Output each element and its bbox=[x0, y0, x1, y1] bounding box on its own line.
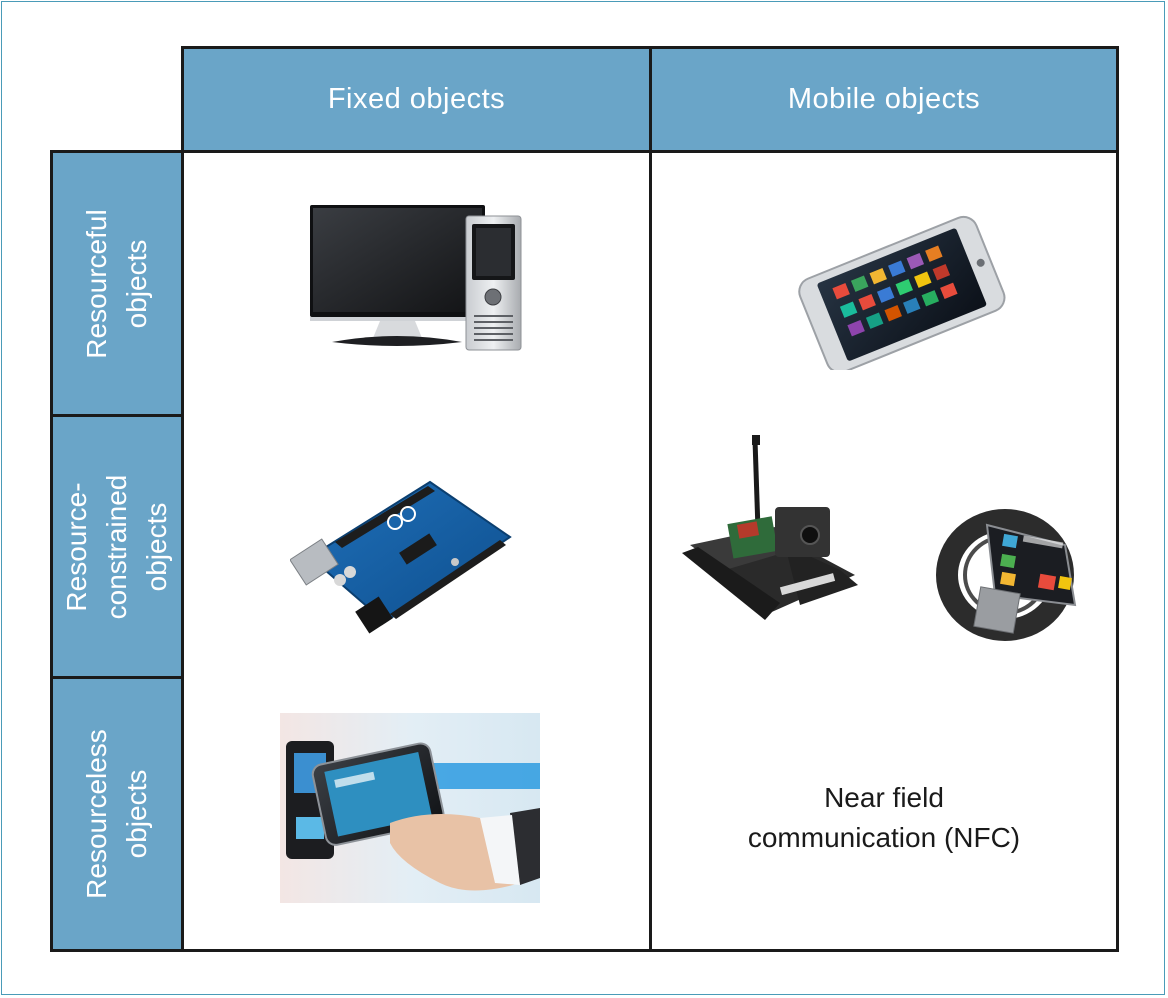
nfc-payment-terminal-icon bbox=[280, 713, 540, 903]
column-header-fixed-label: Fixed objects bbox=[327, 83, 506, 115]
row-header-resource-constrained-text: Resource- constrained objects bbox=[61, 474, 172, 619]
smartwatch-icon bbox=[936, 509, 1077, 641]
tracked-robot-icon bbox=[682, 435, 858, 620]
smartphone-icon bbox=[798, 215, 1006, 370]
desktop-computer-icon bbox=[310, 205, 522, 351]
nfc-label: Near field communication (NFC) bbox=[652, 778, 1116, 858]
row-header-resource-constrained: Resource- constrained objects bbox=[50, 414, 184, 679]
nfc-label-line2: communication (NFC) bbox=[747, 822, 1021, 853]
nfc-label-line1: Near field bbox=[824, 782, 944, 813]
column-header-mobile: Mobile objects bbox=[649, 46, 1119, 153]
arduino-uno-board-icon bbox=[290, 480, 512, 634]
row-header-resourceful: Resourceful objects bbox=[50, 150, 184, 417]
column-header-fixed: Fixed objects bbox=[181, 46, 652, 153]
row-header-resourceless: Resourceless objects bbox=[50, 676, 184, 952]
column-header-mobile-label: Mobile objects bbox=[787, 83, 981, 115]
row-header-resourceless-text: Resourceless objects bbox=[81, 729, 152, 899]
row-header-resourceful-text: Resourceful objects bbox=[81, 208, 152, 359]
